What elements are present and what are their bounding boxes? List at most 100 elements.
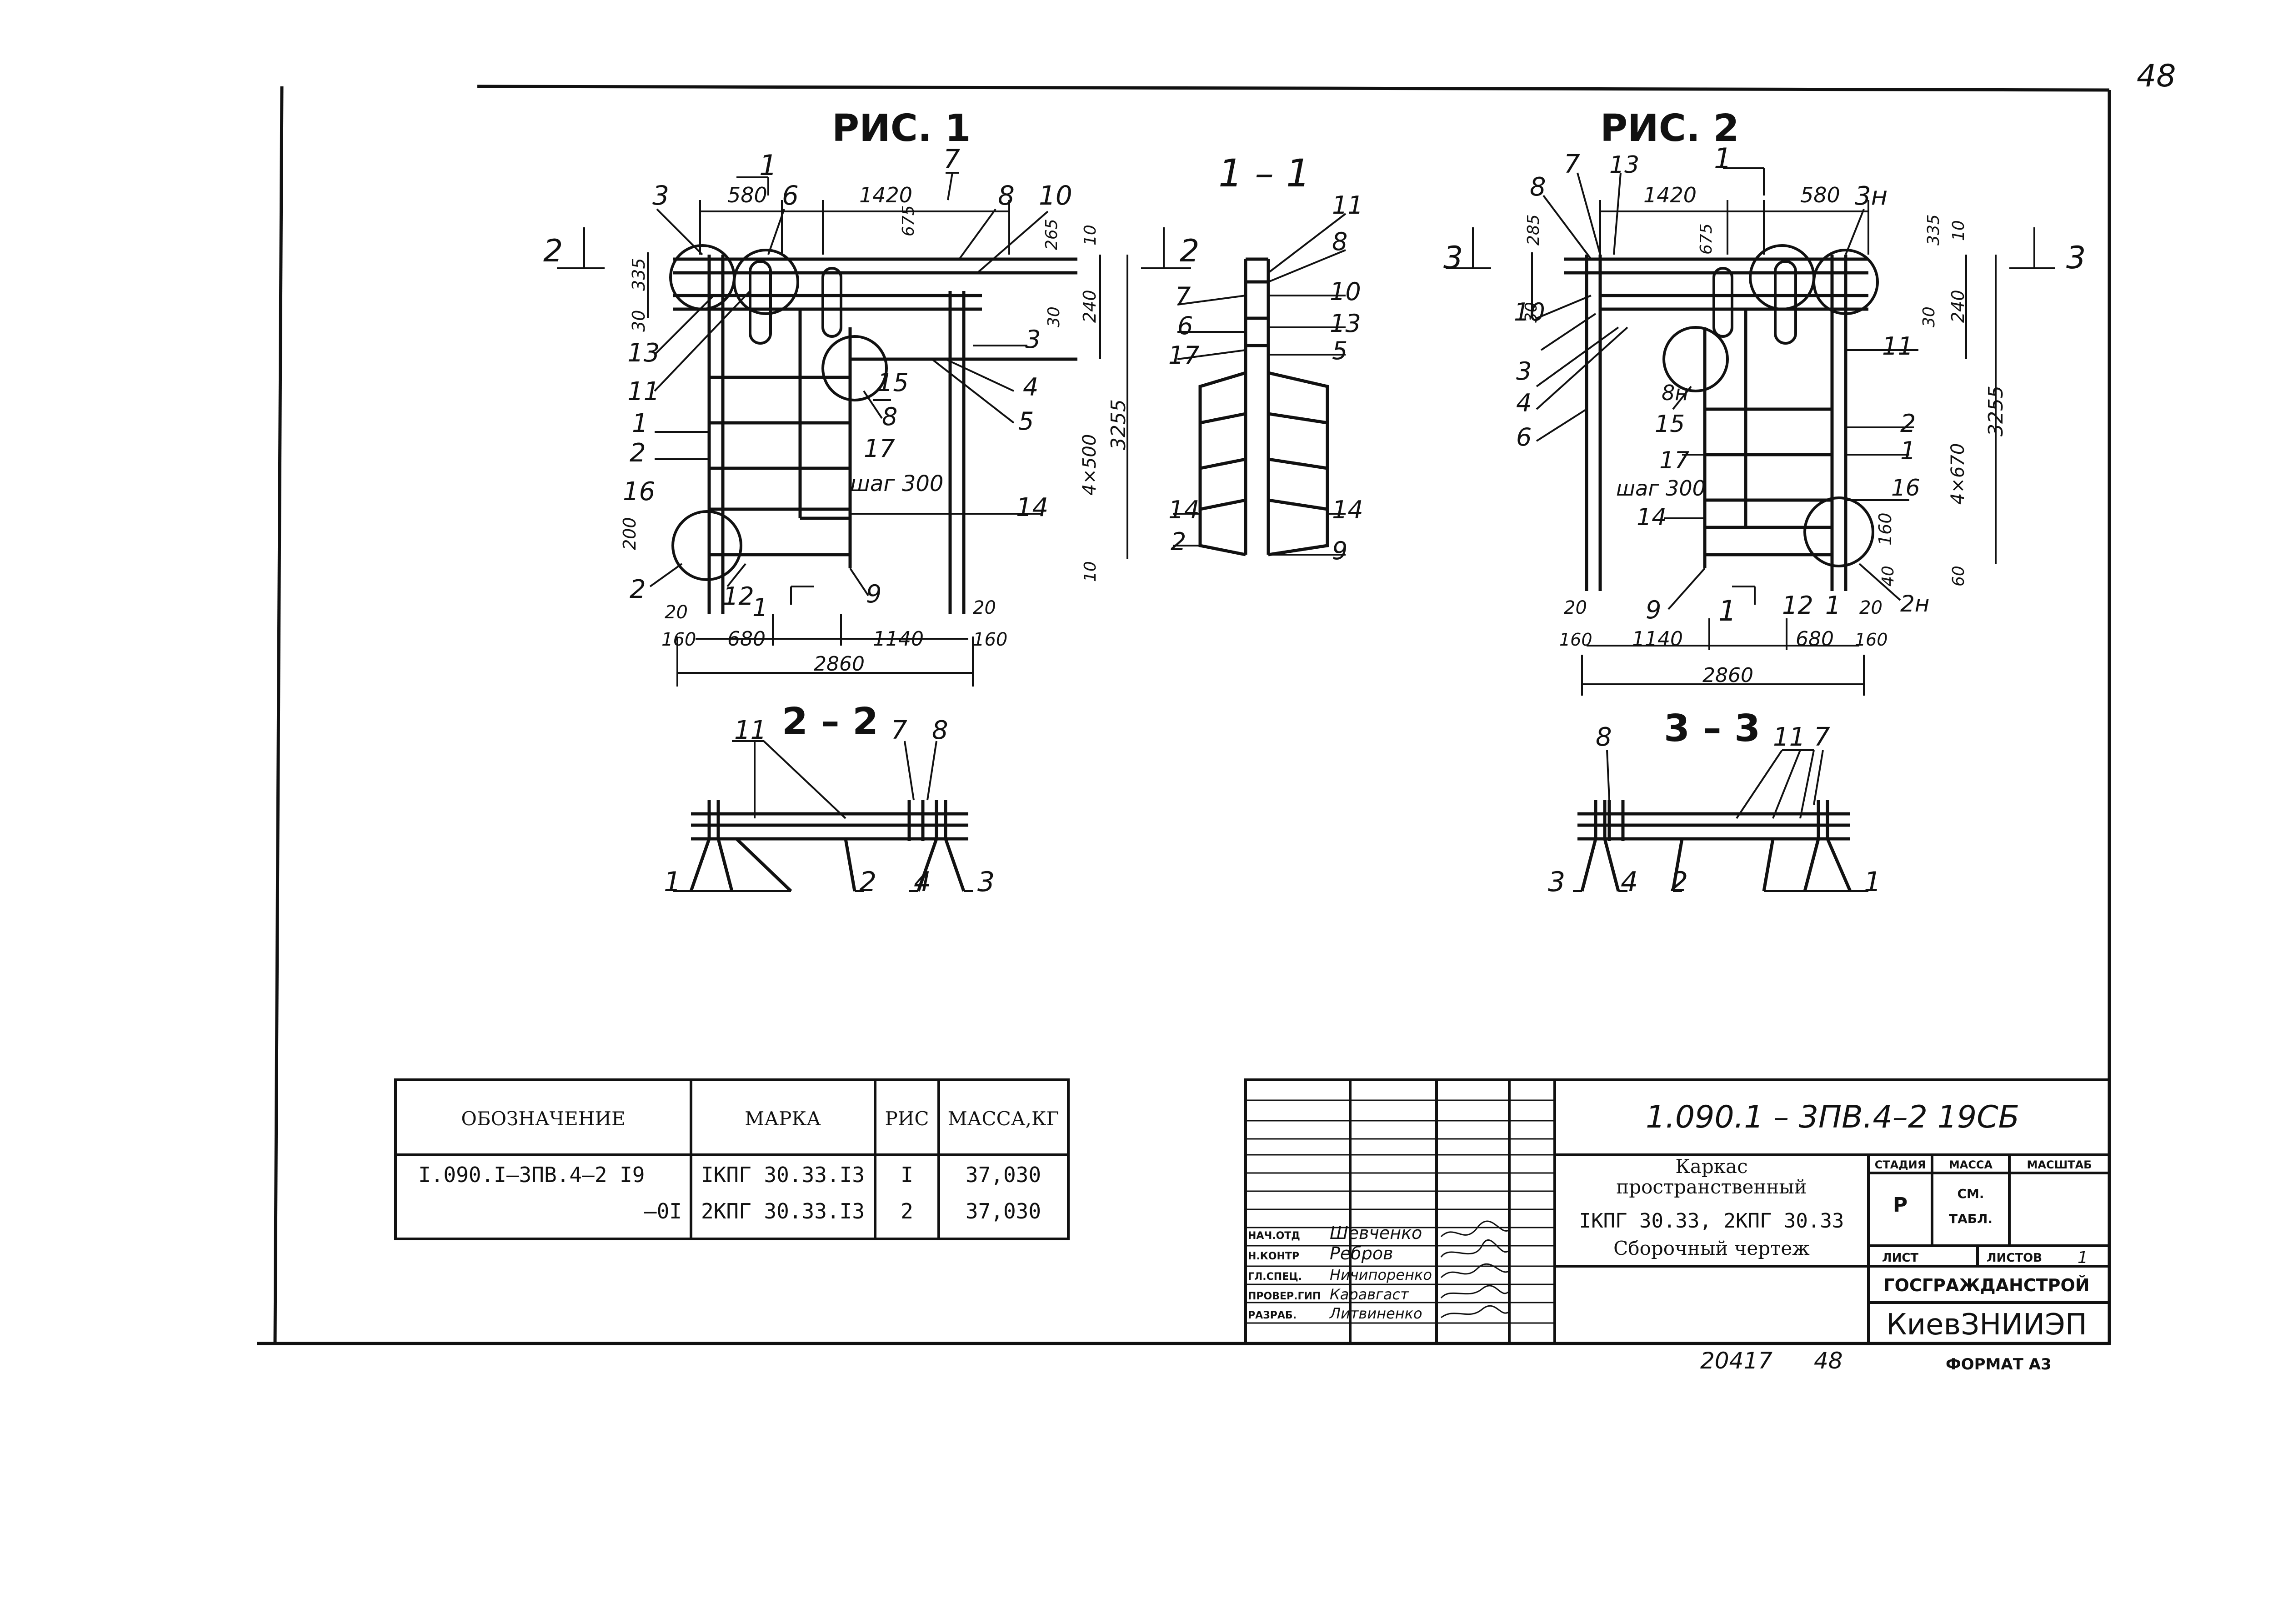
dim: 160 — [1855, 630, 1888, 650]
fig1-leaders — [649, 208, 1049, 596]
callout: 1 — [1714, 142, 1732, 175]
callout: 4 — [1023, 373, 1038, 401]
spec-header-designation: ОБОЗНАЧЕНИЕ — [461, 1108, 625, 1130]
table-cell: 2КПГ 30.33.I3 — [701, 1199, 865, 1223]
callout: 4 — [1516, 389, 1532, 417]
callout: 3 — [977, 866, 995, 898]
dim: 60 — [1949, 566, 1968, 586]
fig1-title: РИС. 1 — [832, 107, 971, 150]
fig1-loops — [669, 244, 888, 581]
dim: 680 — [727, 627, 766, 651]
signature-role: Н.КОНТР — [1248, 1251, 1299, 1262]
spec-header-mark: МАРКА — [745, 1108, 821, 1130]
dim: 10 — [1081, 225, 1100, 246]
callout: 7 — [1564, 150, 1580, 179]
section-2-2-title: 2 – 2 — [782, 700, 878, 743]
fig2-dimensions: 285 1420 675 580 335 10 30 30 240 3255 4… — [1522, 183, 2008, 687]
section-3-3: 3 – 3 8 11 7 3 — [1548, 707, 1881, 898]
callout: 13 — [1330, 309, 1361, 338]
callout: 6 — [1177, 311, 1193, 340]
callout: 1 — [1718, 594, 1736, 627]
section-1-1: 1 – 1 — [1168, 151, 1363, 565]
dim: 335 — [629, 258, 649, 291]
callout: 3 — [2066, 240, 2086, 276]
callout: 9 — [1332, 536, 1347, 565]
callout: 1 — [1864, 866, 1881, 898]
dim: 20 — [1859, 597, 1882, 618]
dim: 1420 — [859, 183, 912, 207]
callout: 14 — [1637, 504, 1667, 531]
callout: 2 — [1180, 233, 1199, 269]
callout: 3 — [1548, 866, 1565, 898]
callout: 14 — [1168, 496, 1200, 524]
signature-name: Шевченко — [1330, 1223, 1422, 1243]
dim: 285 — [1524, 214, 1543, 246]
drawing-name: Каркас — [1675, 1155, 1747, 1178]
dim: 20 — [973, 597, 996, 618]
callout: 15 — [877, 368, 909, 397]
fig2-callouts: 8 7 13 1 3н 3 3 10 3 4 6 8н 15 17 14 9 1… — [1443, 142, 2086, 627]
callout: 1 — [632, 409, 648, 438]
callout: 8 — [1530, 172, 1546, 202]
callout: 8 — [1596, 722, 1612, 752]
callout: 11 — [1882, 332, 1913, 361]
callout: 11 — [734, 716, 766, 745]
drawing-name: пространственный — [1616, 1176, 1807, 1198]
table-cell: 2 — [901, 1199, 913, 1223]
section-1-1-title: 1 – 1 — [1218, 151, 1310, 195]
callout: 15 — [1655, 411, 1685, 438]
scale-header: МАСШТАБ — [2027, 1158, 2092, 1171]
fig1-dimension-lines — [557, 172, 1191, 687]
fig2: РИС. 2 — [1443, 107, 2086, 696]
dim: 200 — [620, 517, 640, 550]
dim: 240 — [1948, 290, 1968, 323]
callout: 4 — [914, 866, 931, 898]
callout: 1 — [1900, 436, 1916, 465]
stage-value: Р — [1893, 1193, 1908, 1217]
fig2-leaders — [1536, 172, 1918, 610]
callout: 13 — [627, 338, 660, 368]
dim: 10 — [1081, 561, 1100, 582]
dim: 4×500 — [1079, 434, 1100, 496]
callout: 6 — [1516, 423, 1532, 451]
format-label: ФОРМАТ А3 — [1946, 1355, 2052, 1373]
mass-header: МАССА — [1949, 1158, 1993, 1171]
dim: 20 — [1564, 597, 1587, 618]
dim: 680 — [1796, 627, 1834, 651]
stage-header: СТАДИЯ — [1875, 1158, 1926, 1171]
signature-role: НАЧ.ОТД — [1248, 1230, 1300, 1242]
callout: 2н — [1900, 591, 1930, 617]
callout: 12 — [723, 582, 754, 611]
signature-name: Ничипоренко — [1330, 1266, 1432, 1283]
table-cell: –0I — [644, 1199, 682, 1223]
spec-table: ОБОЗНАЧЕНИЕ МАРКА РИС МАССА,КГ I.090.I–3… — [394, 1078, 1070, 1240]
organization-logo: КиевЗНИИЭП — [1886, 1308, 2087, 1342]
callout: 7 — [891, 716, 907, 745]
callout: 17 — [864, 434, 895, 463]
table-cell: I.090.I–3ПВ.4–2 I9 — [418, 1163, 645, 1187]
callout: 7 — [943, 144, 960, 175]
mass-value: СМ. — [1957, 1186, 1984, 1201]
dim: 30 — [1522, 302, 1541, 323]
dim: 265 — [1042, 219, 1061, 250]
fig2-title: РИС. 2 — [1600, 107, 1739, 150]
dim: 160 — [1875, 512, 1895, 546]
callout: 2 — [1171, 527, 1186, 556]
dim: 160 — [1559, 630, 1592, 650]
callout: 8 — [1332, 227, 1347, 256]
callout: 16 — [623, 477, 655, 506]
dim: 335 — [1924, 214, 1943, 246]
fig2-loops — [1662, 244, 1879, 567]
callout: 8 — [932, 716, 948, 745]
callout: 1 — [759, 149, 777, 182]
title-block: 1.090.1 – 3ПВ.4–2 19СБ Каркас пространст… — [1244, 1078, 2111, 1345]
callout: 8 — [998, 180, 1015, 211]
callout: 1 — [664, 866, 681, 898]
callout: 2 — [630, 438, 646, 468]
sheet-label: ЛИСТ — [1882, 1251, 1918, 1265]
dim: 1420 — [1643, 183, 1697, 207]
callout: 17 — [1168, 341, 1200, 370]
dim: 4×670 — [1948, 443, 1968, 505]
callout: 8н — [1662, 381, 1688, 405]
dim: 675 — [1697, 223, 1716, 255]
